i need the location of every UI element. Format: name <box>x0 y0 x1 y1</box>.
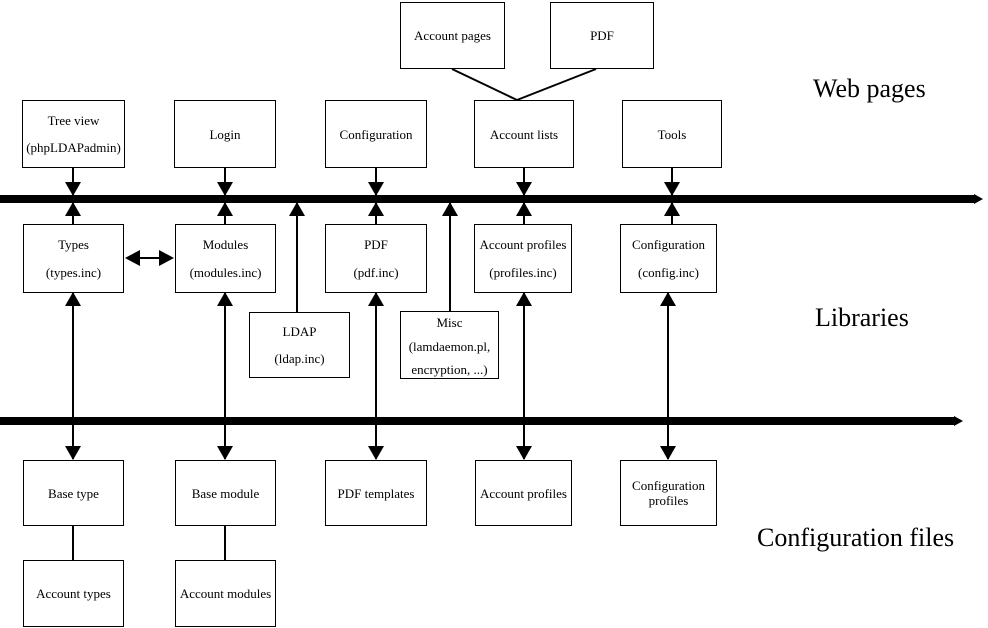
box-types: Types (types.inc) <box>23 224 124 293</box>
connector-misc-bus <box>442 202 458 311</box>
box-misc: Misc (lamdaemon.pl, encryption, ...) <box>400 311 499 379</box>
box-sublabel: (config.inc) <box>637 264 699 280</box>
connector-configuration-pdf-lib <box>368 167 384 225</box>
box-pdf-templates: PDF templates <box>325 460 427 526</box>
box-label: Configuration <box>339 126 413 142</box>
box-tools: Tools <box>622 100 722 168</box>
box-label: PDF <box>364 237 388 253</box>
box-base-type: Base type <box>23 460 124 526</box>
box-pdf-lib: PDF (pdf.inc) <box>325 224 427 293</box>
box-pdf-page: PDF <box>550 2 654 69</box>
connector-pdf-page-account-lists <box>516 68 597 101</box>
box-label: Misc <box>436 315 463 330</box>
connector-configuration-lib-profiles <box>660 292 676 460</box>
box-sublabel: (types.inc) <box>45 264 102 280</box>
connector-account-profiles-lib-files <box>516 292 532 460</box>
connector-tree-view-types <box>65 167 81 225</box>
connector-modules-base-module <box>217 292 233 460</box>
section-label-web-pages: Web pages <box>813 74 926 103</box>
box-modules: Modules (modules.inc) <box>175 224 276 293</box>
box-sublabel: (modules.inc) <box>189 264 262 280</box>
box-label: LDAP <box>282 324 317 340</box>
box-sublabel: (phpLDAPadmin) <box>26 140 121 155</box>
box-label: PDF <box>590 28 614 43</box>
box-label: PDF templates <box>337 485 415 501</box>
box-label: Account types <box>36 586 111 601</box>
box-configuration-page: Configuration <box>325 100 427 168</box>
box-tree-view: Tree view (phpLDAPadmin) <box>22 100 125 168</box>
section-label-libraries: Libraries <box>815 303 909 332</box>
bus-line-web-libraries <box>0 194 983 204</box>
box-sublabel: (profiles.inc) <box>489 264 557 280</box>
box-login: Login <box>174 100 276 168</box>
box-sublabel-2: encryption, ...) <box>411 362 488 377</box>
box-label: Modules <box>202 237 249 253</box>
box-label: Configuration <box>632 478 705 493</box>
box-account-modules: Account modules <box>175 560 276 627</box>
connector-types-base-type <box>65 292 81 460</box>
box-label: Account pages <box>414 28 491 43</box>
section-label-configuration-files: Configuration files <box>757 523 955 552</box>
box-sublabel: (pdf.inc) <box>353 264 399 280</box>
box-account-lists: Account lists <box>474 100 574 168</box>
box-configuration-lib: Configuration (config.inc) <box>620 224 717 293</box>
box-label: Account lists <box>489 126 559 142</box>
box-sublabel: profiles <box>648 493 689 508</box>
connector-types-modules <box>125 250 174 266</box>
box-label: Tools <box>657 126 687 142</box>
box-sublabel: (lamdaemon.pl, <box>408 339 491 354</box>
connector-account-lists-account-profiles <box>516 167 532 225</box>
box-account-profiles-lib: Account profiles (profiles.inc) <box>474 224 572 293</box>
box-label: Types <box>58 237 89 253</box>
box-account-profiles-files: Account profiles <box>475 460 572 526</box>
box-configuration-profiles: Configuration profiles <box>620 460 717 526</box>
connector-tools-configuration-lib <box>664 167 680 225</box>
connector-pdf-lib-pdf-templates <box>368 292 384 460</box>
box-sublabel: (ldap.inc) <box>274 350 325 366</box>
box-label: Base type <box>48 485 99 501</box>
box-base-module: Base module <box>175 460 276 526</box>
box-label: Account profiles <box>479 485 567 501</box>
connector-account-pages-account-lists <box>451 68 518 101</box>
box-label: Tree view <box>47 113 100 128</box>
bus-line-libraries-config <box>0 416 963 426</box>
connector-ldap-bus <box>289 202 305 312</box>
box-account-types: Account types <box>23 560 124 627</box>
box-label: Login <box>209 126 241 142</box>
box-label: Base module <box>191 485 260 501</box>
box-ldap: LDAP (ldap.inc) <box>249 312 350 378</box>
box-account-pages: Account pages <box>400 2 505 69</box>
box-label: Account modules <box>179 586 272 601</box>
connector-login-modules <box>217 167 233 225</box>
box-label: Account profiles <box>479 237 567 253</box>
box-label: Configuration <box>632 237 705 253</box>
